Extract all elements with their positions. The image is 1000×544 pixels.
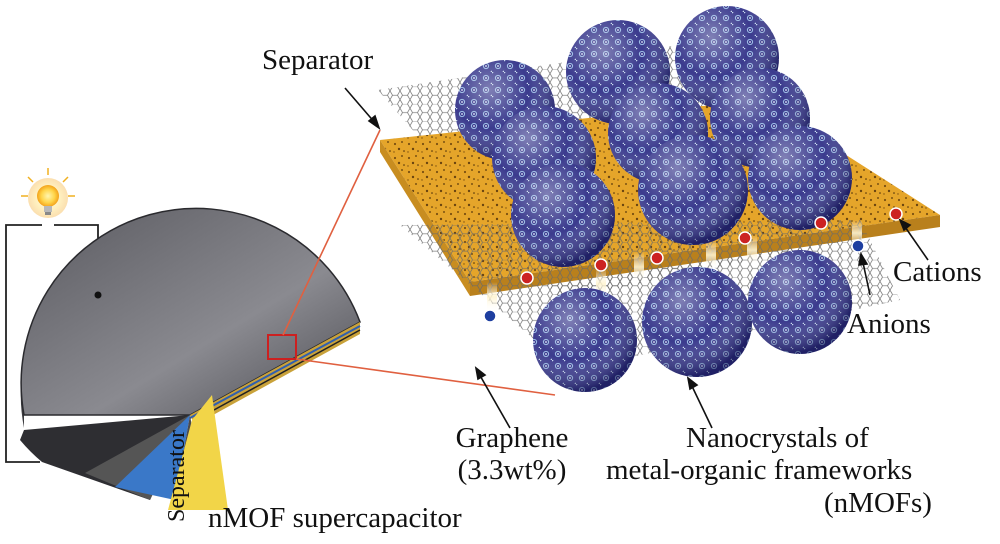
cation-icon (650, 251, 664, 265)
nmof-sphere (642, 267, 752, 377)
anion-icon (851, 239, 865, 253)
nmof-label-line2: metal-organic frameworks (606, 454, 913, 487)
nmof-sphere (748, 250, 852, 354)
nmof-label-line1: Nanocrystals of (686, 422, 869, 454)
cations-label: Cations (893, 256, 982, 288)
cation-markers (520, 207, 903, 285)
nmof-label-line3: (nMOFs) (824, 486, 932, 519)
cation-icon (594, 258, 608, 272)
separator-layer (168, 395, 228, 510)
cation-icon (814, 216, 828, 230)
callout-arrows (344, 87, 929, 429)
separator-label: Separator (262, 44, 374, 76)
electrode-layer-dark (85, 415, 190, 500)
nmof-spheres-bottom (533, 250, 852, 392)
zoom-highlight-box (267, 334, 297, 360)
device-caption: nMOF supercapacitor (208, 502, 462, 534)
nmof-sphere (638, 135, 748, 245)
electrode-layer-blue (115, 415, 190, 500)
anion-icon (483, 309, 497, 323)
zoom-lines (282, 129, 556, 396)
graphene-label-content: (3.3wt%) (457, 454, 567, 487)
graphene-label: Graphene (3.3wt%) (440, 422, 584, 487)
supercapacitor-disc (20, 207, 361, 510)
cation-icon (520, 271, 534, 285)
nmof-spheres-top (455, 6, 852, 267)
cation-icon (889, 207, 903, 221)
nmof-label: Nanocrystals of metal-organic frameworks… (606, 422, 986, 519)
light-bulb-icon (21, 168, 75, 218)
ion-transport-channels (487, 220, 862, 312)
nmof-sphere (511, 163, 615, 267)
separator-vertical-label: Separator (164, 430, 190, 522)
graphene-label-name: Graphene (455, 422, 569, 454)
cation-icon (738, 231, 752, 245)
nmof-sphere (533, 288, 637, 392)
nmof-sphere (748, 126, 852, 230)
anions-label: Anions (847, 308, 931, 340)
